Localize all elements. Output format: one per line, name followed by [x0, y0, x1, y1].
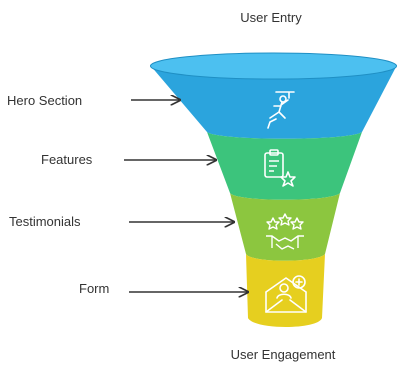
person-climbing-icon [267, 91, 295, 129]
funnel-stage-testimonials [230, 193, 340, 261]
stage-label-text: Testimonials [9, 214, 81, 229]
stage-band [150, 59, 397, 139]
bottom-caption: User Engagement [231, 347, 336, 362]
stage-label-text: Hero Section [7, 93, 82, 108]
envelope-user-plus-icon [265, 275, 307, 313]
funnel-stage-form [246, 254, 325, 327]
clipboard-star-icon [264, 149, 296, 187]
stars-handshake-icon [266, 213, 304, 250]
stage-band [230, 193, 340, 261]
stage-label-text: Features [41, 152, 93, 167]
stage-label-testimonials: Testimonials [9, 214, 234, 229]
funnel-stage-features [207, 132, 362, 200]
top-caption: User Entry [240, 10, 302, 25]
funnel-stage-hero-section [150, 52, 397, 139]
stage-band [207, 132, 362, 200]
stage-label-form: Form [79, 281, 248, 296]
stage-label-features: Features [41, 152, 216, 167]
funnel-rim [150, 52, 397, 80]
stage-band [246, 254, 325, 327]
stage-label-text: Form [79, 281, 109, 296]
stage-label-hero-section: Hero Section [7, 93, 180, 108]
